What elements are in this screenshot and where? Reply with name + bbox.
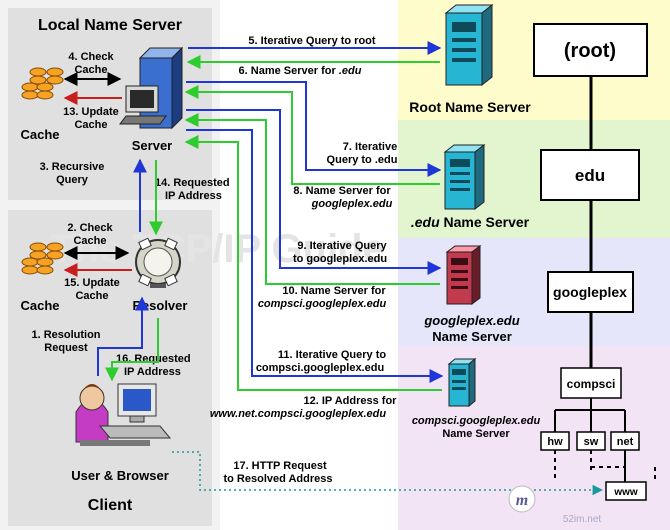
domain-tree: (root) edu googleplex compsci hw sw net … (533, 23, 656, 501)
resolver-label: Resolver (133, 298, 188, 313)
compsci-server-icon (447, 357, 477, 408)
tree-node-hw (540, 431, 570, 451)
step6-label: 6. Name Server for .edu (239, 65, 362, 77)
step12-line2: www.net.compsci.googleplex.edu (210, 408, 387, 420)
root-server-icon (444, 3, 494, 87)
googleplex-server-icon (445, 245, 482, 305)
tree-node-edu-label: edu (575, 166, 605, 185)
arrow-11-query-compsci (186, 129, 444, 383)
step13-line2: Cache (74, 119, 107, 131)
step3-line2: Query (56, 174, 89, 186)
compsci-server-label-2: Name Server (442, 428, 510, 440)
step16-line2: IP Address (124, 366, 181, 378)
tree-node-root-label: (root) (564, 40, 616, 62)
step15-line2: Cache (75, 290, 108, 302)
step12-line1: 12. IP Address for (304, 395, 398, 407)
tree-node-googleplex-label: googleplex (553, 284, 627, 300)
local-server-icon (119, 46, 184, 130)
step9-line2: to googleplex.edu (293, 253, 387, 265)
tree-node-net-label: net (617, 436, 634, 448)
step11-line2: compsci.googleplex.edu (256, 362, 384, 374)
arrow-7-query-edu (186, 81, 442, 177)
server-label: Server (132, 138, 172, 153)
step7-line2: Query to .edu (327, 154, 398, 166)
local-cache-icon (21, 67, 64, 100)
arrow-9-query-googleplex (186, 109, 442, 275)
tree-node-hw-label: hw (547, 436, 563, 448)
step7-line1: 7. Iterative (343, 141, 397, 153)
tree-node-edu (540, 149, 640, 201)
step11-line1: 11. Iterative Query to (278, 349, 386, 361)
edu-server-label: .edu Name Server (411, 214, 530, 230)
client-cache-label: Cache (20, 298, 59, 313)
step16-line1: 16. Requested (116, 353, 191, 365)
googleplex-server-label-1: googleplex.edu (423, 313, 519, 328)
step3-line1: 3. Recursive (40, 161, 105, 173)
step14-line1: 14. Requested (155, 177, 230, 189)
client-cache-icon (21, 242, 64, 275)
root-server-label: Root Name Server (409, 99, 531, 115)
tree-node-net (610, 431, 640, 451)
step2-line1: 2. Check (67, 222, 113, 234)
corner-logo: m 52im.net (508, 485, 602, 525)
step1-line2: Request (44, 342, 88, 354)
user-browser-label: User & Browser (71, 468, 169, 483)
step9-line1: 9. Iterative Query (297, 240, 387, 252)
local-cache-label: Cache (20, 127, 59, 142)
step4-line2: Cache (74, 64, 107, 76)
tree-node-sw (576, 431, 606, 451)
local-ns-title: Local Name Server (38, 17, 182, 34)
corner-logo-text: 52im.net (563, 514, 602, 525)
step14-line2: IP Address (165, 190, 222, 202)
arrow-8-ns-for-googleplex (184, 85, 440, 185)
step13-line1: 13. Update (63, 106, 119, 118)
step8-line1: 8. Name Server for (293, 185, 391, 197)
step8-line2: googleplex.edu (311, 198, 393, 210)
resolver-icon (135, 237, 181, 288)
arrow-1-resolution-request (97, 296, 149, 376)
step10-line1: 10. Name Server for (282, 285, 386, 297)
step4-line1: 4. Check (68, 51, 114, 63)
tree-node-www (605, 481, 647, 501)
arrow-10-ns-for-compsci (184, 113, 440, 285)
tree-node-compsci-label: compsci (567, 377, 616, 391)
step6-label-prefix: 6. Name Server for (239, 65, 339, 77)
edu-server-label-italic: .edu (411, 214, 440, 230)
googleplex-server-label-2: Name Server (432, 329, 512, 344)
arrow-16-requested-ip (105, 318, 159, 382)
user-browser-icon (75, 383, 172, 446)
tree-node-root (533, 23, 648, 77)
step17-line1: 17. HTTP Request (233, 460, 327, 472)
step5-label: 5. Iterative Query to root (248, 35, 375, 47)
edu-server-label-rest: Name Server (440, 214, 530, 230)
step17-line2: to Resolved Address (223, 473, 332, 485)
edu-server-icon (443, 143, 486, 211)
client-title: Client (88, 497, 133, 514)
step10-line2: compsci.googleplex.edu (258, 298, 387, 310)
arrow-17-http-request (172, 451, 604, 496)
tree-node-sw-label: sw (584, 436, 599, 448)
compsci-server-label-1: compsci.googleplex.edu (412, 415, 541, 427)
tree-node-compsci (560, 367, 622, 399)
step2-line2: Cache (73, 235, 106, 247)
arrow-12-ip-address (184, 135, 442, 391)
tree-node-www-label: www (613, 487, 638, 498)
tree-node-googleplex (547, 271, 634, 313)
svg-text:m: m (516, 492, 528, 509)
step1-line1: 1. Resolution (31, 329, 100, 341)
step15-line1: 15. Update (64, 277, 120, 289)
step6-label-italic: .edu (339, 65, 362, 77)
